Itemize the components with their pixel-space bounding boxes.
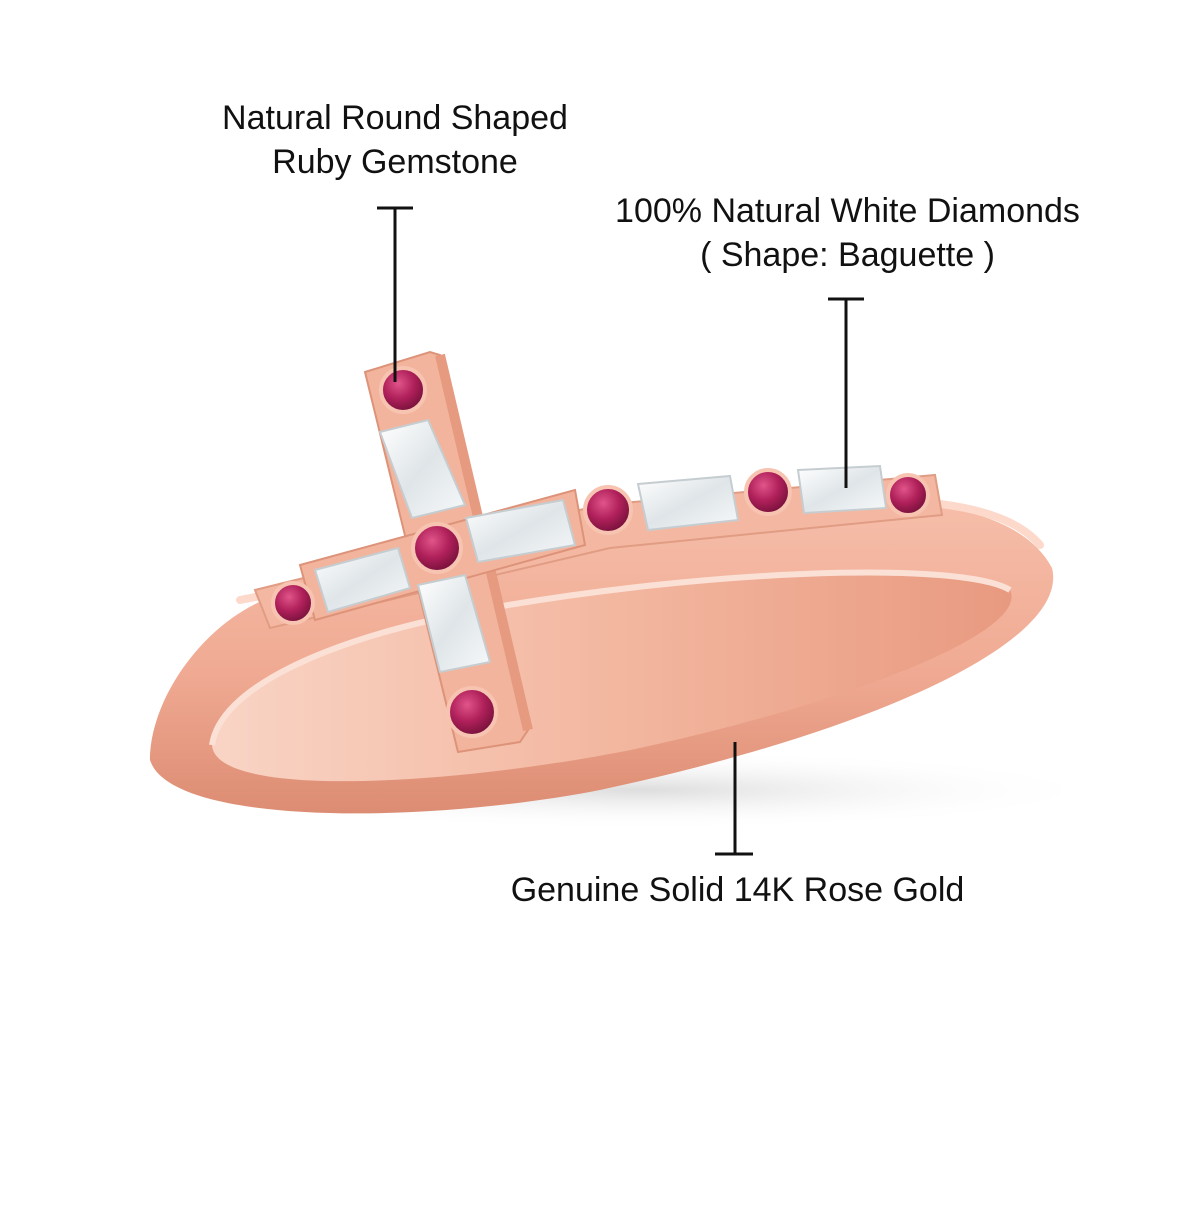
baguette-diamond — [313, 546, 412, 614]
gold-leader — [715, 742, 753, 856]
baguette-diamond — [378, 418, 467, 520]
ruby-callout-line1: Natural Round Shaped — [222, 99, 568, 137]
ruby-gem — [886, 473, 930, 517]
diamond-callout-label: 100% Natural White Diamonds ( Shape: Bag… — [580, 189, 1115, 277]
baguette-diamonds — [313, 418, 888, 674]
baguette-diamond — [796, 464, 888, 515]
ruby-gem — [379, 366, 427, 414]
ruby-gem — [271, 581, 315, 625]
ruby-gem — [583, 485, 633, 535]
baguette-diamond — [464, 498, 577, 564]
diamond-callout-line1: 100% Natural White Diamonds — [615, 192, 1080, 230]
baguette-diamond — [416, 573, 492, 674]
gold-callout-line1: Genuine Solid 14K Rose Gold — [510, 871, 965, 909]
ring-band-inner — [212, 572, 1012, 782]
ruby-gemstones — [271, 366, 930, 738]
ruby-callout-label: Natural Round Shaped Ruby Gemstone — [195, 96, 595, 184]
ruby-gem — [411, 522, 463, 574]
ruby-leader — [377, 206, 413, 382]
ring-inner-rim — [209, 569, 1012, 746]
baguette-diamond — [636, 474, 740, 532]
ruby-gem — [446, 686, 498, 738]
gold-callout-label: Genuine Solid 14K Rose Gold — [480, 868, 995, 912]
diamond-callout-line2: ( Shape: Baguette ) — [700, 236, 995, 274]
diamond-leader — [828, 297, 864, 488]
ruby-gem — [744, 468, 792, 516]
ruby-callout-line2: Ruby Gemstone — [272, 143, 518, 181]
